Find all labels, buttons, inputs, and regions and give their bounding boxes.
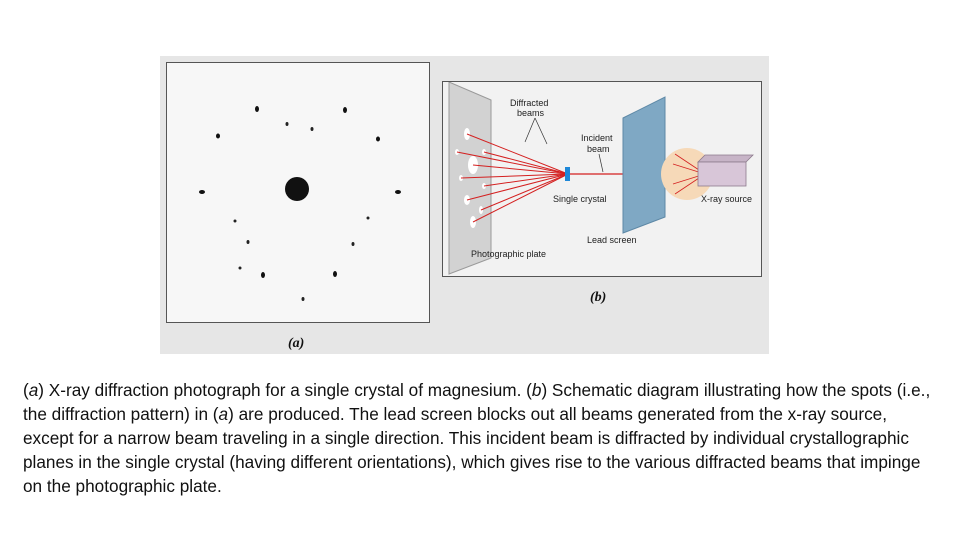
figure: Diffracted beams Incident beam Single cr… (160, 56, 769, 354)
caption-b-letter: b (531, 380, 542, 400)
spot (333, 271, 337, 277)
central-spot (285, 177, 309, 201)
diffracted-beam (483, 173, 569, 187)
diffracted-beam (483, 151, 569, 175)
xray-source-box (697, 161, 747, 187)
spot (285, 122, 289, 126)
label-pointers (524, 117, 604, 173)
spot (255, 106, 259, 112)
lead-screen (622, 96, 666, 234)
spot (216, 133, 220, 139)
schematic-svg: Diffracted beams Incident beam Single cr… (448, 81, 754, 275)
spot (261, 272, 265, 278)
single-crystal-label: Single crystal (553, 194, 607, 204)
diffraction-spots (199, 106, 401, 301)
figure-caption: (a) X-ray diffraction photograph for a s… (23, 380, 931, 496)
panel-b-label: (b) (590, 290, 607, 305)
caption-a-letter: a (28, 380, 39, 400)
spot (343, 107, 347, 113)
diffracted-beam (480, 173, 569, 211)
caption-part-2: ) Schematic diagram illustrating how the… (23, 380, 931, 424)
incident-beam-label: Incident (581, 133, 613, 143)
diffracted-beam (472, 173, 569, 223)
spot (366, 216, 370, 220)
pointer-line (524, 117, 536, 143)
diffracted-beam (472, 164, 569, 175)
spot (246, 240, 250, 244)
lead-screen-label: Lead screen (587, 235, 637, 245)
photographic-plate-label: Photographic plate (471, 249, 546, 259)
spot (395, 190, 401, 194)
diffracted-beams-label-line2: beams (517, 108, 545, 118)
incident-beam-label-line2: beam (587, 144, 610, 154)
spot (310, 127, 314, 131)
spot (351, 242, 355, 246)
spot (233, 219, 237, 223)
panel-a-label: (a) (288, 336, 305, 351)
pointer-line (534, 117, 548, 145)
diffracted-beam (466, 133, 569, 175)
diffracted-beams (456, 133, 569, 223)
caption-part-3: ) are produced. The lead screen blocks o… (23, 404, 921, 496)
schematic-diagram: Diffracted beams Incident beam Single cr… (442, 81, 762, 277)
spot (376, 136, 380, 142)
spot (301, 297, 305, 301)
caption-a-letter-2: a (218, 404, 229, 424)
diffracted-beam (466, 173, 569, 201)
single-crystal (565, 167, 570, 181)
spot (199, 190, 205, 194)
diffracted-beam (456, 151, 569, 175)
diffracted-beams-label: Diffracted (510, 98, 548, 108)
spot (238, 266, 242, 270)
xray-source-label: X-ray source (701, 194, 752, 204)
diffracted-beam (460, 173, 569, 179)
diffraction-photograph (166, 62, 430, 323)
xray-source-box-top (697, 154, 754, 163)
caption-part-1: ) X-ray diffraction photograph for a sin… (38, 380, 532, 400)
pointer-line (598, 153, 604, 173)
